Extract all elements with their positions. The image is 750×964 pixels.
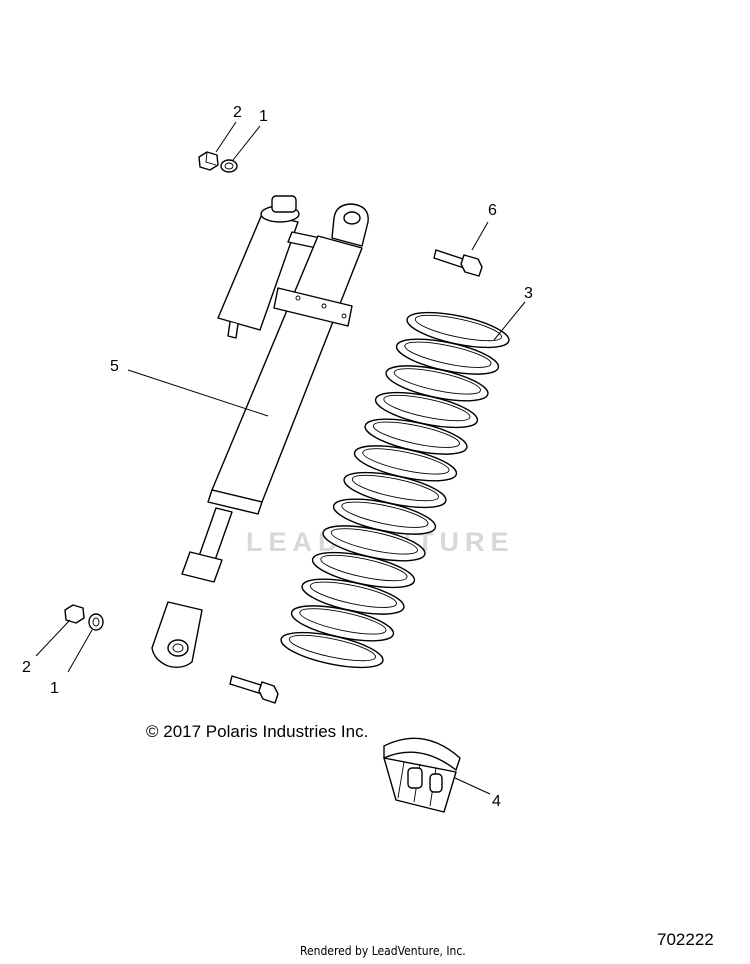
spring-coil-inner (414, 314, 502, 342)
lower-washer-part (88, 613, 104, 631)
spring-coil-inner (362, 448, 450, 475)
spring-coil-inner (288, 634, 376, 662)
callout-1-upper: 1 (259, 108, 268, 125)
leader-2-lower (35, 619, 71, 657)
shock-absorber-part (151, 195, 369, 669)
spring-coil-inner (393, 368, 481, 395)
diagram-number: 702222 (657, 930, 714, 949)
callout-2-lower: 2 (22, 659, 31, 676)
leader-2-upper (215, 121, 237, 153)
leader-6 (471, 221, 489, 251)
spring-coil-inner (320, 554, 408, 582)
leader-1-lower (67, 629, 93, 673)
upper-bolt-part (433, 249, 483, 277)
callout-4: 4 (492, 793, 501, 810)
leader-3 (493, 301, 526, 341)
spring-coil-inner (341, 501, 429, 528)
leader-1-upper (232, 125, 261, 161)
lower-bolt-part (229, 675, 279, 704)
lower-nut-part (64, 604, 85, 624)
callout-1-lower: 1 (50, 680, 59, 697)
spring-coil (280, 631, 384, 669)
spring-coil-inner (330, 528, 418, 555)
callout-5: 5 (110, 358, 119, 375)
spring-coil-inner (383, 394, 471, 422)
upper-nut-part (198, 151, 219, 171)
spring-seat-part (383, 737, 461, 813)
spring-coil-inner (351, 474, 439, 502)
copyright-notice: © 2017 Polaris Industries Inc. (146, 722, 369, 741)
spring-coil-inner (299, 608, 387, 635)
callout-3: 3 (524, 285, 533, 302)
callout-2-upper: 2 (233, 104, 242, 121)
coil-spring-part (280, 311, 510, 669)
rendered-by-credit: Rendered by LeadVenture, Inc. (300, 944, 466, 958)
spring-coil-inner (404, 341, 492, 368)
spring-coil-inner (309, 581, 397, 608)
leader-5 (127, 369, 269, 417)
spring-coil-inner (372, 421, 460, 448)
upper-washer-part (220, 159, 238, 173)
leader-4 (454, 777, 491, 795)
callout-6: 6 (488, 202, 497, 219)
